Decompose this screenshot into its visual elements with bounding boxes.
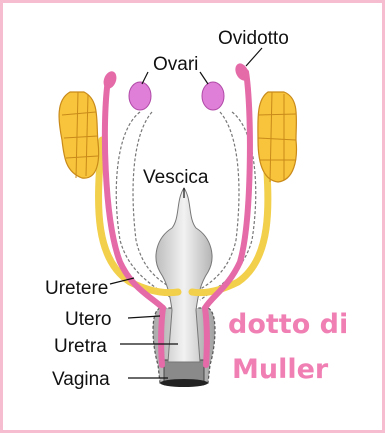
label-vagina: Vagina [52, 369, 110, 390]
left-ovary [129, 82, 151, 110]
left-kidney [59, 92, 99, 178]
label-utero: Utero [65, 309, 111, 330]
label-uretra: Uretra [54, 336, 107, 357]
label-vescica: Vescica [143, 167, 209, 188]
right-ovary [202, 82, 224, 110]
label-muller: Muller [232, 354, 329, 385]
ovaries [129, 82, 224, 110]
label-uretere: Uretere [45, 278, 108, 299]
right-kidney [258, 92, 297, 182]
label-dotto-di: dotto di [228, 309, 348, 340]
label-ovari: Ovari [153, 54, 198, 75]
label-ovidotto: Ovidotto [218, 28, 289, 49]
